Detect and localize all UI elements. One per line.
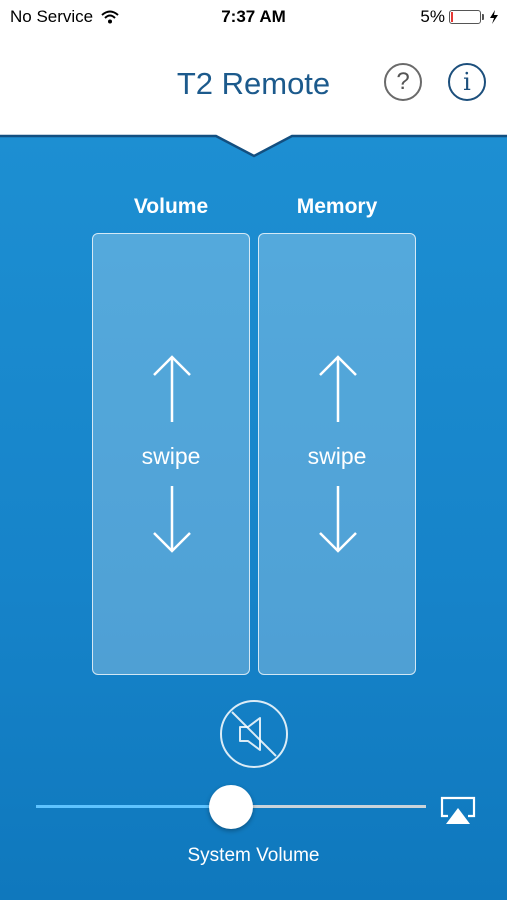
- swipe-label: swipe: [141, 443, 201, 469]
- volume-label: Volume: [133, 195, 209, 218]
- slider-track-rest: [231, 805, 426, 808]
- status-right: 5%: [420, 7, 499, 27]
- speaker-muted-icon: [220, 700, 288, 768]
- header-pointer: [0, 134, 507, 158]
- wifi-icon: [101, 10, 119, 24]
- arrow-down-icon: [153, 486, 191, 553]
- info-button[interactable]: i: [448, 63, 486, 101]
- volume-swipe-pad[interactable]: swipe: [92, 233, 250, 675]
- system-volume-label: System Volume: [187, 845, 320, 866]
- status-left: No Service: [10, 7, 119, 27]
- arrow-up-icon: [319, 355, 357, 422]
- page-title: T2 Remote: [176, 66, 331, 101]
- system-volume-slider[interactable]: [36, 785, 426, 829]
- arrow-up-icon: [153, 355, 191, 422]
- help-button[interactable]: ?: [384, 63, 422, 101]
- status-time: 7:37 AM: [221, 7, 286, 26]
- memory-swipe-pad[interactable]: swipe: [258, 233, 416, 675]
- slider-track-filled: [36, 805, 231, 808]
- carrier-label: No Service: [10, 7, 94, 26]
- airplay-button[interactable]: [440, 795, 476, 827]
- battery-percent: 5%: [420, 7, 445, 26]
- header: T2 Remote ? i: [0, 36, 507, 136]
- airplay-icon: [440, 796, 476, 824]
- memory-label: Memory: [296, 195, 378, 218]
- mute-button[interactable]: [219, 699, 289, 769]
- slider-thumb[interactable]: [209, 785, 253, 829]
- status-bar: No Service 7:37 AM 5%: [0, 0, 507, 36]
- remote-panel: [0, 136, 507, 900]
- arrow-down-icon: [319, 486, 357, 553]
- battery-icon: [449, 10, 484, 24]
- charging-bolt-icon: [490, 10, 498, 24]
- swipe-label: swipe: [307, 443, 367, 469]
